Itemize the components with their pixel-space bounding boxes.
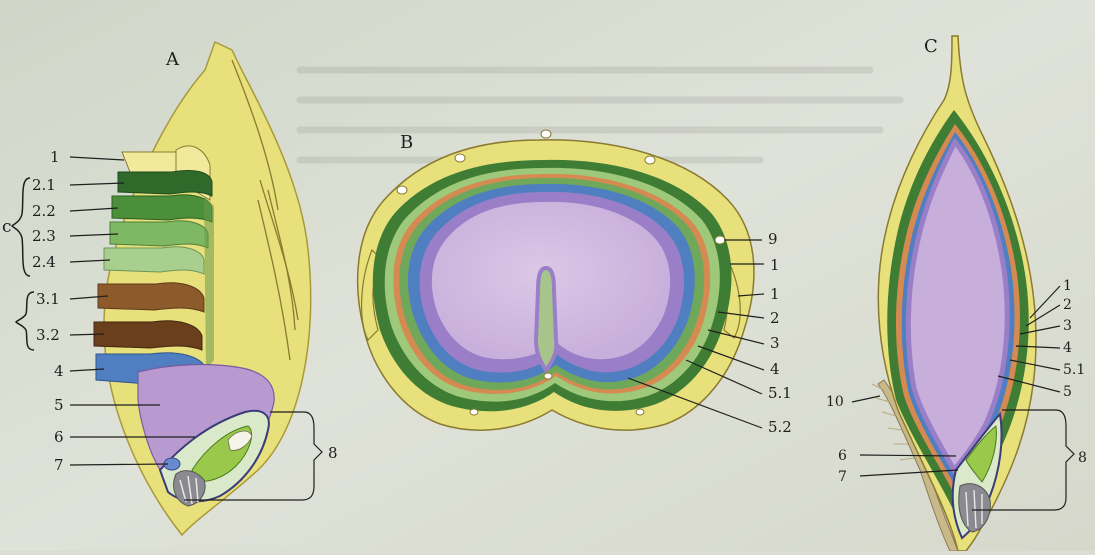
label-b-3: 3	[770, 334, 780, 352]
label-c-10: 10	[826, 394, 844, 410]
label-a-4: 4	[54, 362, 64, 380]
label-b-1a: 1	[770, 256, 780, 274]
label-a-8: 8	[328, 444, 338, 462]
panel-a-layer-2-4	[104, 247, 204, 274]
label-a-2-1: 2.1	[32, 176, 56, 194]
label-c-4: 4	[1063, 340, 1072, 356]
panel-a-layer-3-1	[98, 283, 204, 312]
panel-a-layer-3-2	[94, 321, 202, 350]
panel-a-layer-2-2	[112, 195, 212, 222]
label-a-1: 1	[50, 148, 60, 166]
label-b-9: 9	[768, 230, 778, 248]
panel-a-layer-2-1	[118, 170, 212, 196]
label-a-2-3: 2.3	[32, 227, 56, 245]
panel-c-letter: C	[924, 36, 938, 57]
panel-a-layer-1	[122, 152, 176, 172]
label-b-2: 2	[770, 309, 780, 327]
panel-a-layer-2-3	[110, 221, 208, 248]
label-c-2: 2	[1063, 297, 1072, 313]
label-b-5-2: 5.2	[768, 418, 792, 436]
label-c-7: 7	[838, 469, 847, 485]
label-a-3-2: 3.2	[36, 326, 60, 344]
label-c-5-1: 5.1	[1063, 362, 1085, 378]
label-c-6: 6	[838, 448, 847, 464]
panel-b-letter: B	[400, 132, 413, 153]
label-c-3: 3	[1063, 318, 1072, 334]
label-a-2-2: 2.2	[32, 202, 56, 220]
label-a-3-1: 3.1	[36, 290, 60, 308]
label-a-5: 5	[54, 396, 64, 414]
label-c-1: 1	[1063, 278, 1072, 294]
label-a-2-4: 2.4	[32, 253, 56, 271]
panel-a-side-mark: c	[2, 217, 12, 237]
label-c-5: 5	[1063, 384, 1072, 400]
label-a-6: 6	[54, 428, 64, 446]
label-b-4: 4	[770, 360, 780, 378]
panel-b-crease	[536, 268, 556, 370]
panel-b	[358, 130, 754, 430]
label-b-1b: 1	[770, 285, 780, 303]
label-c-8: 8	[1078, 450, 1087, 466]
panel-a-letter: A	[165, 49, 180, 70]
label-b-5-1: 5.1	[768, 384, 792, 402]
label-a-7: 7	[54, 456, 64, 474]
